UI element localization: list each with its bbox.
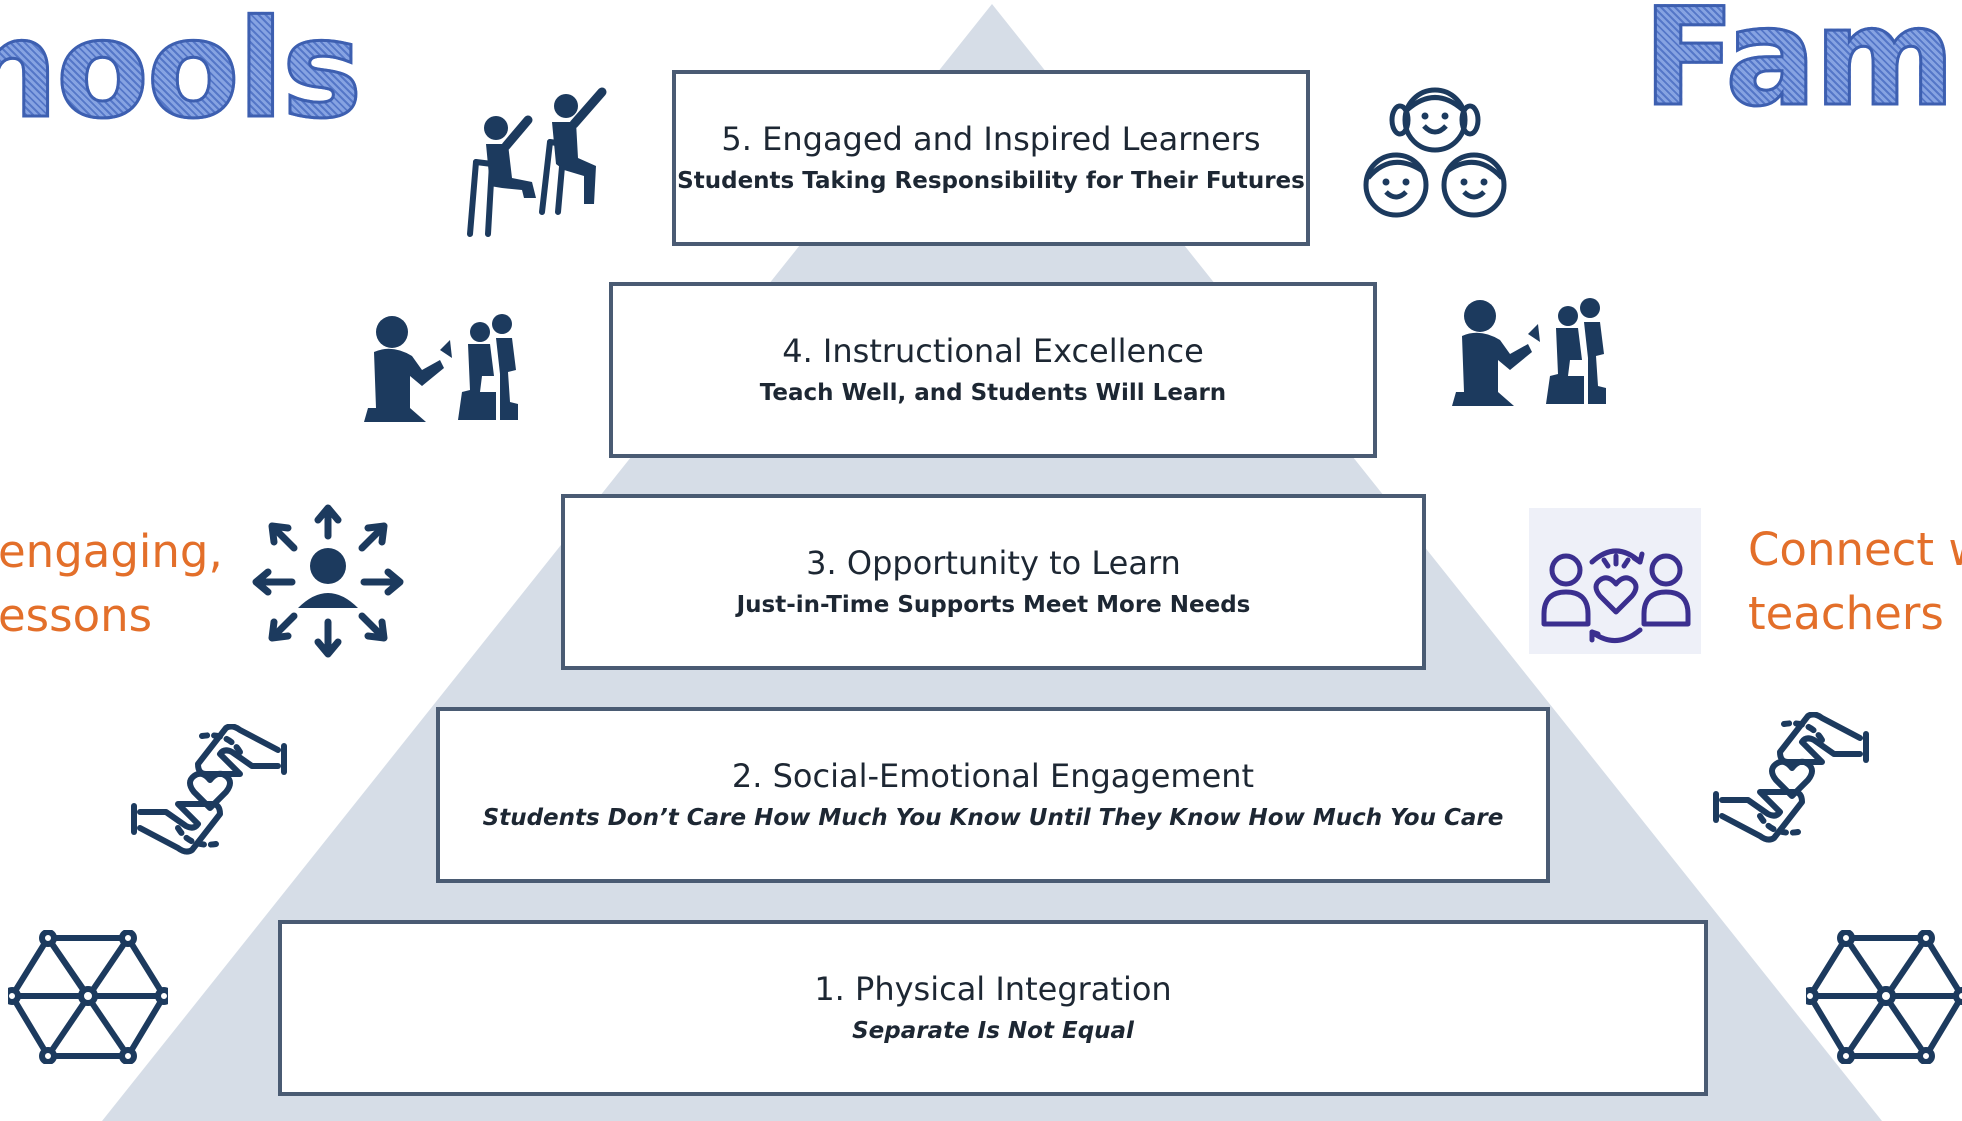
tier-title: 4. Instructional Excellence xyxy=(782,332,1204,370)
tier-title: 1. Physical Integration xyxy=(814,970,1172,1008)
schools-heading: hools xyxy=(0,1,364,139)
tier-1-physical-integration: 1. Physical Integration Separate Is Not … xyxy=(278,920,1708,1096)
left-caption-line-2: essons xyxy=(0,589,153,642)
right-side-caption: Connect w teachers xyxy=(1748,518,1962,646)
children-faces-icon xyxy=(1363,87,1507,218)
tier-title: 2. Social-Emotional Engagement xyxy=(731,757,1255,795)
tier-subtitle: Just-in-Time Supports Meet More Needs xyxy=(736,592,1251,618)
tier-title: 3. Opportunity to Learn xyxy=(806,544,1181,582)
teacher-with-students-icon-right xyxy=(1452,298,1606,406)
tier-subtitle: Teach Well, and Students Will Learn xyxy=(759,380,1227,406)
network-icon-left xyxy=(8,930,168,1064)
tier-title: 5. Engaged and Inspired Learners xyxy=(721,120,1261,158)
right-caption-line-2: teachers xyxy=(1748,587,1944,640)
tier-subtitle: Students Don’t Care How Much You Know Un… xyxy=(482,805,1504,831)
tier-subtitle: Students Taking Responsibility for Their… xyxy=(677,168,1305,194)
tier-4-instructional-excellence: 4. Instructional Excellence Teach Well, … xyxy=(609,282,1377,458)
tier-subtitle: Separate Is Not Equal xyxy=(852,1018,1134,1044)
students-raising-hands-icon xyxy=(467,87,607,237)
hands-heart-icon-left xyxy=(131,724,287,855)
person-arrows-icon xyxy=(252,504,404,658)
teacher-with-students-icon-left xyxy=(364,314,518,422)
tier-2-social-emotional: 2. Social-Emotional Engagement Students … xyxy=(436,707,1550,883)
connect-people-heart-icon xyxy=(1541,548,1691,643)
tier-3-opportunity-to-learn: 3. Opportunity to Learn Just-in-Time Sup… xyxy=(561,494,1426,670)
tier-5-engaged-learners: 5. Engaged and Inspired Learners Student… xyxy=(672,70,1310,246)
left-side-caption: engaging, essons xyxy=(0,520,223,648)
network-icon-right xyxy=(1806,930,1962,1064)
families-heading: Famil xyxy=(1642,0,1962,127)
right-caption-line-1: Connect w xyxy=(1748,523,1962,576)
hands-heart-icon-right xyxy=(1713,712,1869,843)
left-caption-line-1: engaging, xyxy=(0,525,223,578)
